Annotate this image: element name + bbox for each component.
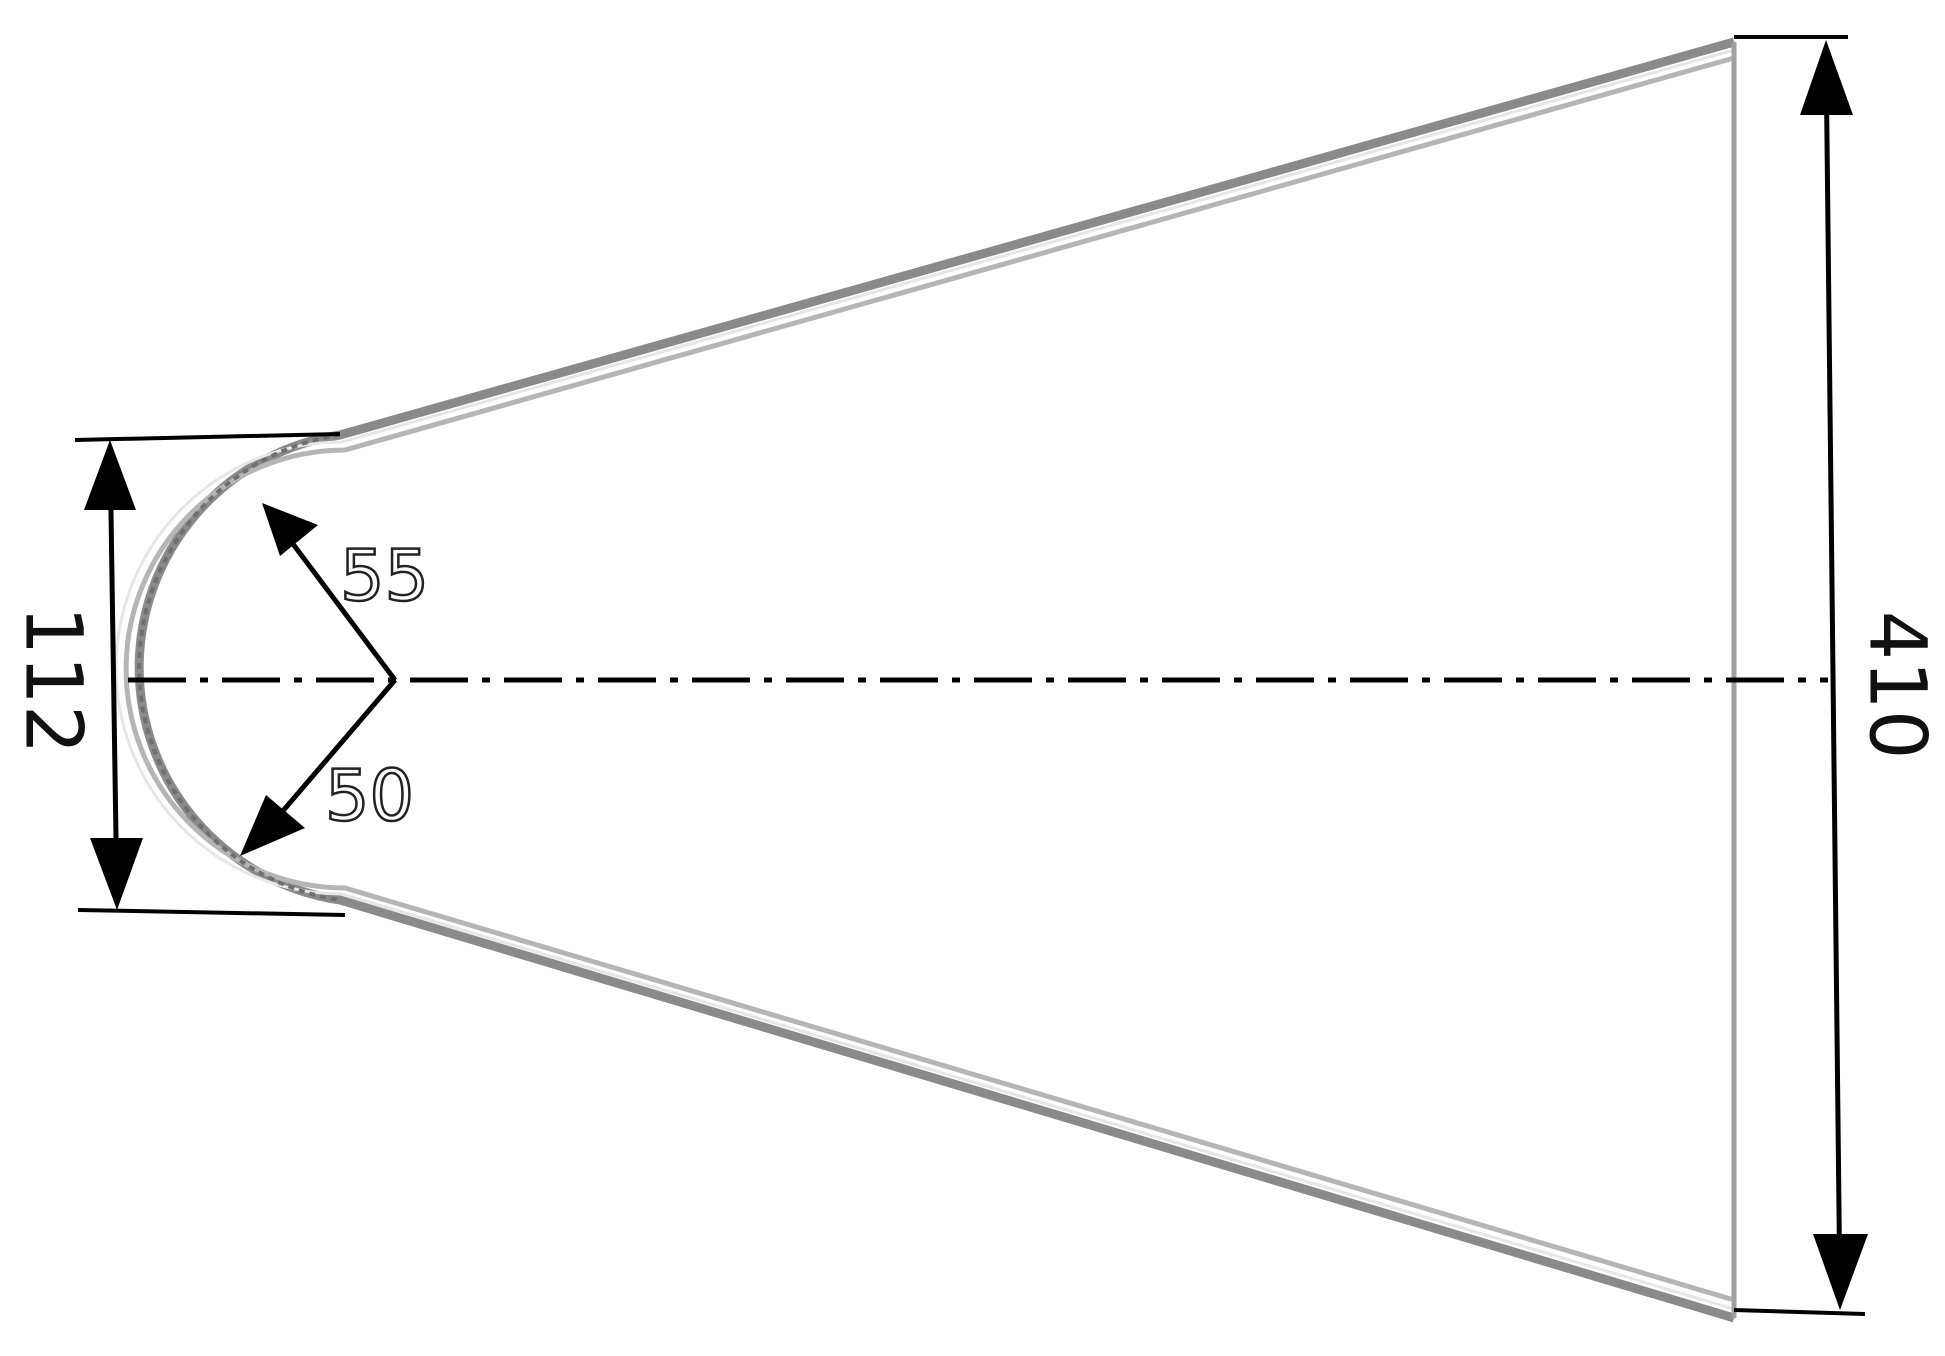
nose-shading: [137, 433, 341, 902]
arrow-down-icon: [1813, 1234, 1868, 1310]
small-diameter-dimension: 112: [8, 432, 346, 917]
extension-line-top-left: [74, 432, 341, 442]
radius-dimensions: 55 50: [240, 503, 430, 856]
inner-radius-label: 50: [325, 755, 414, 837]
arrow-up-left-icon: [262, 503, 318, 556]
dimension-line-large: [1823, 49, 1843, 1301]
radius-leader-outer: [288, 538, 397, 682]
outer-radius-label: 55: [340, 535, 429, 617]
arrow-down-left-icon: [240, 795, 305, 856]
small-diameter-label: 112: [8, 606, 98, 755]
arrow-up-icon: [1800, 40, 1853, 115]
profile-highlight: [114, 48, 1735, 1311]
large-diameter-dimension: 410: [1733, 35, 1942, 1316]
extension-line-bottom-left: [77, 908, 346, 917]
extension-line-bottom-right: [1733, 1308, 1866, 1316]
dimension-line-small: [107, 447, 120, 904]
arrow-up-icon: [84, 440, 136, 510]
radius-leader-inner: [280, 678, 397, 814]
large-diameter-label: 410: [1852, 611, 1942, 760]
arrow-down-icon: [90, 838, 143, 910]
